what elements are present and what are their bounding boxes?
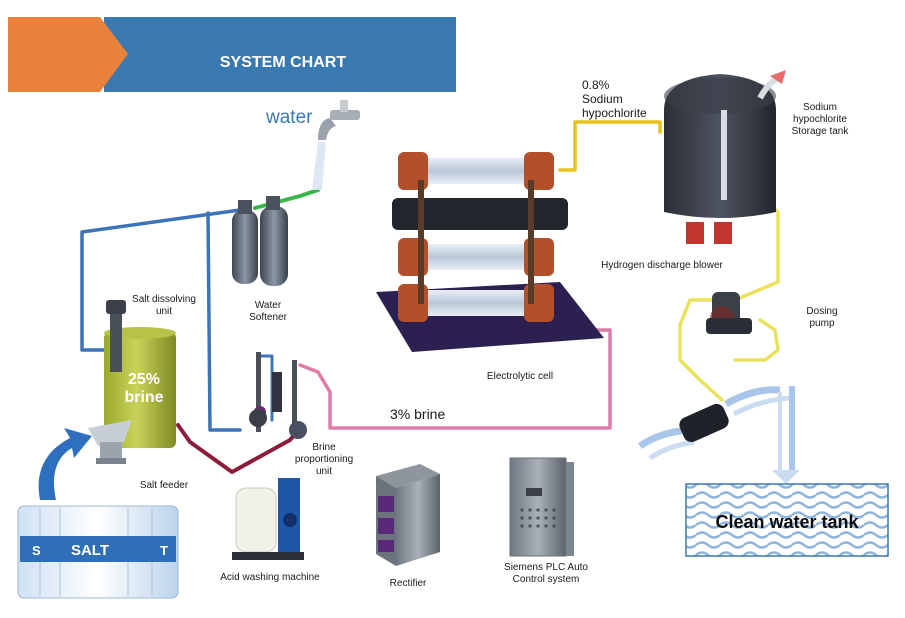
electrolytic-cell: Electrolytic cell xyxy=(376,152,604,382)
salt-feeder: Salt feeder xyxy=(88,420,189,491)
header-bar xyxy=(104,17,456,92)
dosing-label-1: Dosing xyxy=(806,306,837,317)
h2-blower-label: Hydrogen discharge blower xyxy=(601,260,723,271)
brine-25-label-2: brine xyxy=(124,389,163,406)
dosing-pipe-2 xyxy=(733,318,780,362)
naocl-storage-tank: Sodium hypochlorite Storage tank Hydroge… xyxy=(601,70,849,271)
water-stream xyxy=(312,142,326,190)
storage-label-3: Storage tank xyxy=(792,126,850,137)
feed-arrow-icon xyxy=(38,428,92,500)
salt-dissolving-label-2: unit xyxy=(156,306,172,317)
salt-bags: S SALT T xyxy=(17,505,179,599)
water-softener: Water Softener xyxy=(232,196,288,323)
softened-water-pipe xyxy=(253,188,320,210)
dilute-brine-pipe xyxy=(298,328,612,430)
dosing-pipe xyxy=(678,198,780,402)
naocl-label-1: 0.8% xyxy=(582,78,610,92)
static-mixer xyxy=(637,386,800,484)
header-chevron xyxy=(8,17,128,92)
salt-bag-label: SALT xyxy=(71,542,109,559)
brine-3-label: 3% brine xyxy=(390,406,445,422)
salt-dissolving-label-1: Salt dissolving xyxy=(132,294,196,305)
storage-label-1: Sodium xyxy=(803,102,837,113)
brine-prop-label-1: Brine xyxy=(312,442,336,453)
page-title: SYSTEM CHART xyxy=(220,54,346,71)
water-pipe-main xyxy=(80,208,242,352)
dosing-label-2: pump xyxy=(809,318,834,329)
header-banner: SYSTEM CHART xyxy=(8,17,456,92)
rectifier-label: Rectifier xyxy=(390,578,427,589)
plc-control-cabinet: Siemens PLC Auto Control system xyxy=(504,457,588,585)
brine-25-label-1: 25% xyxy=(128,371,160,388)
water-softener-label-2: Softener xyxy=(249,312,287,323)
acid-washing-label: Acid washing machine xyxy=(220,572,320,583)
brine-prop-label-3: unit xyxy=(316,466,332,477)
acid-washing-machine: Acid washing machine xyxy=(220,478,320,583)
clean-water-tank: Clean water tank xyxy=(685,483,889,557)
salt-bag-edge-label: S xyxy=(32,543,41,558)
brine-pipe xyxy=(176,423,302,474)
plc-label-1: Siemens PLC Auto xyxy=(504,562,588,573)
dosing-pump: Dosing pump xyxy=(706,292,838,334)
salt-bag-t-label: T xyxy=(160,543,168,558)
naocl-label-3: hypochlorite xyxy=(582,106,647,120)
rectifier: Rectifier xyxy=(376,464,440,589)
water-tap: water xyxy=(265,100,360,190)
water-pipe-down xyxy=(206,211,242,432)
salt-dissolving-unit: Salt dissolving unit 25% brine xyxy=(104,294,196,448)
naocl-label-2: Sodium xyxy=(582,92,623,106)
water-label: water xyxy=(265,107,313,128)
brine-proportioning-unit: Brine proportioning unit xyxy=(249,352,353,477)
plc-label-2: Control system xyxy=(513,574,580,585)
brine-prop-label-2: proportioning xyxy=(295,454,353,465)
electrolytic-cell-label: Electrolytic cell xyxy=(487,371,553,382)
storage-label-2: hypochlorite xyxy=(793,114,847,125)
water-softener-label-1: Water xyxy=(255,300,282,311)
clean-water-tank-label: Clean water tank xyxy=(715,512,859,532)
naocl-pipe xyxy=(558,120,662,172)
salt-feeder-label: Salt feeder xyxy=(140,480,189,491)
